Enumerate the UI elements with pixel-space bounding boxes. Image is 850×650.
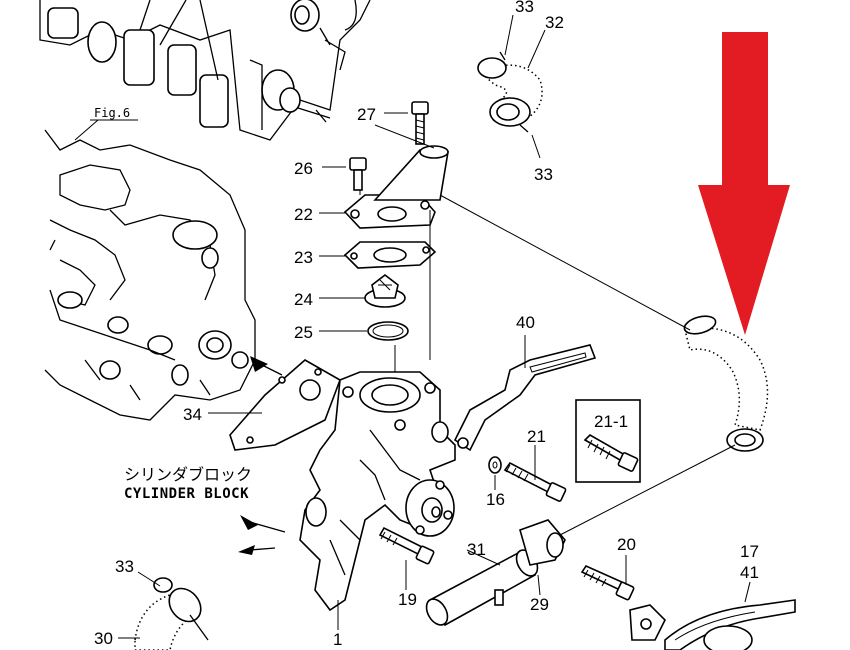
part-label-20: 20 [617,535,636,554]
bolt-20 [580,564,635,601]
bolt-26 [349,157,367,191]
part-label-34: 34 [183,405,202,424]
gasket-34 [229,359,341,451]
thermostat-24 [364,273,406,308]
part-label-25: 25 [294,323,313,342]
highlight-arrow [698,32,790,335]
pulley-17-41 [629,599,796,650]
cylinder-block-drawing [44,129,256,421]
part-label-17: 17 [740,542,759,561]
part-label-29: 29 [530,595,549,614]
part-label-33-mid: 33 [534,165,553,184]
figure-reference-label: Fig.6 [94,106,130,120]
part-label-30: 30 [94,629,113,648]
bolt-21-1-box [575,399,641,483]
part-label-24: 24 [294,290,313,309]
thermostat-cover-22 [343,145,449,229]
hose-30 [134,577,209,650]
washer-16 [488,456,502,474]
engine-head-top [39,0,371,141]
part-label-16: 16 [486,490,505,509]
pipe-29 [425,519,566,627]
direction-arrows [238,356,286,555]
cylinder-block-jp-label: シリンダブロック [124,465,252,484]
bolt-27 [411,101,429,145]
water-pump-housing-1 [299,371,456,612]
part-label-21: 21 [527,427,546,446]
part-label-23: 23 [294,248,313,267]
part-label-31: 31 [467,540,486,559]
part-label-40: 40 [516,313,535,332]
part-label-21-1: 21-1 [594,412,628,431]
part-label-22: 22 [294,205,313,224]
part-label-26: 26 [294,159,313,178]
part-label-27: 27 [357,105,376,124]
hose-right [683,315,769,452]
bolt-21 [503,461,567,502]
part-label-32: 32 [545,13,564,32]
hose-32 [477,51,543,133]
part-label-1: 1 [333,630,342,649]
cylinder-block-en-label: CYLINDER BLOCK [124,486,249,502]
part-label-33-top: 33 [515,0,534,16]
bolt-19 [378,526,435,565]
part-label-19: 19 [398,590,417,609]
part-label-33-low: 33 [115,557,134,576]
gasket-23 [343,241,437,269]
part-label-41: 41 [740,563,759,582]
